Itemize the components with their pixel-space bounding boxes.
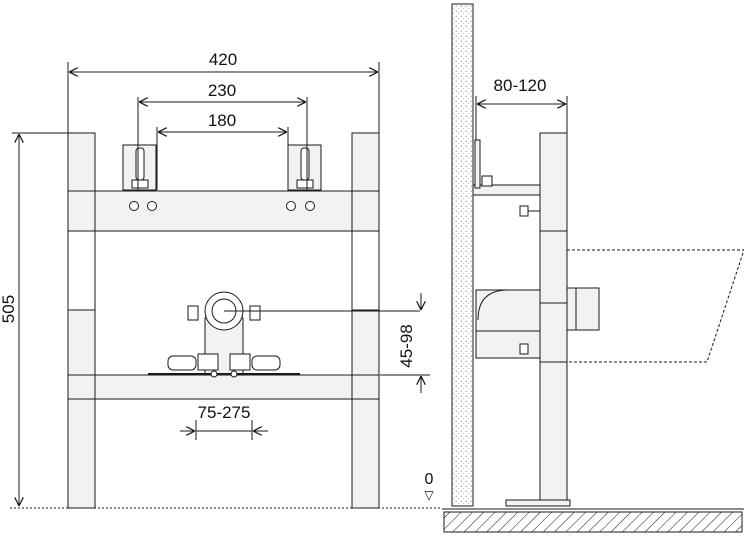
left-leg-upper bbox=[67, 132, 96, 194]
bottom-crossbar bbox=[94, 374, 353, 400]
dim-label-connection-inner: 180 bbox=[208, 111, 236, 130]
wall bbox=[451, 3, 474, 507]
drain-pipe bbox=[475, 289, 541, 359]
floor-level-marker: ▽ bbox=[424, 488, 434, 502]
frame-post bbox=[539, 132, 568, 504]
dim-label-height: 505 bbox=[0, 295, 18, 323]
tap-bolt bbox=[519, 205, 529, 217]
dim-label-drain-height: 45-98 bbox=[397, 324, 416, 367]
drain-elbow bbox=[477, 289, 509, 321]
tap-connection bbox=[286, 201, 296, 211]
side-dimensions bbox=[475, 96, 568, 140]
tap-bolt bbox=[519, 343, 529, 355]
side-view bbox=[442, 3, 744, 533]
tap-connection bbox=[147, 201, 157, 211]
tap-connection bbox=[129, 201, 139, 211]
dim-label-overall-width: 420 bbox=[209, 50, 237, 69]
left-leg-lower bbox=[67, 309, 96, 509]
drain-outlet bbox=[566, 287, 600, 331]
dim-label-wall-distance: 80-120 bbox=[494, 76, 547, 95]
basin-outline bbox=[567, 249, 744, 363]
floor-level-label: 0 bbox=[425, 471, 434, 488]
dim-label-connection-outer: 230 bbox=[208, 81, 236, 100]
foot-plate bbox=[505, 499, 571, 507]
dim-label-drain-offset: 75-275 bbox=[198, 403, 251, 422]
tap-connection bbox=[305, 201, 315, 211]
front-dimensions bbox=[12, 62, 430, 505]
front-view bbox=[10, 132, 440, 509]
floor-hatch bbox=[443, 511, 743, 533]
right-leg-lower bbox=[351, 309, 380, 509]
drain-clamp bbox=[251, 355, 281, 371]
top-crossbar bbox=[67, 190, 380, 232]
drain-clamp bbox=[167, 355, 197, 371]
wall-bracket bbox=[472, 184, 541, 196]
right-leg-upper bbox=[351, 132, 380, 194]
